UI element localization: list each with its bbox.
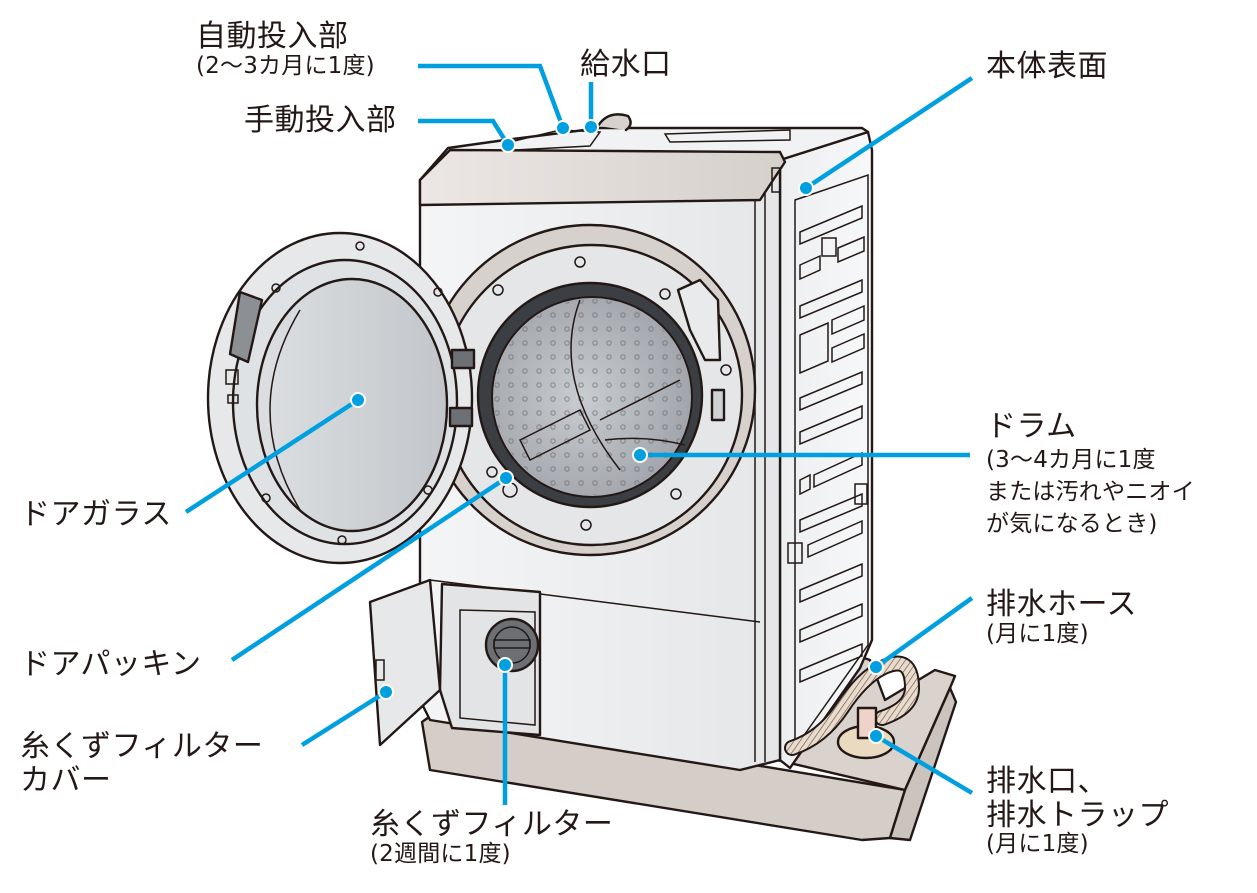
label-manual-dispenser: 手動投入部 xyxy=(244,103,397,138)
drum-name: ドラム xyxy=(986,409,1077,444)
auto-dispenser-name: 自動投入部 xyxy=(196,19,349,54)
drum-frequency-line-2: または汚れやニオイ xyxy=(986,478,1195,505)
drain-outlet-name-line-1: 排水口、 xyxy=(986,764,1108,799)
door xyxy=(206,231,476,565)
drain-hose-name: 排水ホース xyxy=(986,587,1137,622)
label-auto-dispenser: 自動投入部 (2〜3カ月に1度) xyxy=(196,20,375,79)
top-panel xyxy=(418,113,870,207)
label-lint-filter-cover: 糸くずフィルター カバー xyxy=(20,730,263,797)
drum-frequency-line-1: (3〜4カ月に1度 xyxy=(986,446,1156,473)
label-door-gasket: ドアパッキン xyxy=(20,647,202,682)
lint-filter-cover-name-line-2: カバー xyxy=(20,762,112,798)
lint-filter-name: 糸くずフィルター xyxy=(370,807,614,842)
lint-filter-frequency: (2週間に1度) xyxy=(370,840,511,867)
lint-filter-cover-name-line-1: 糸くずフィルター xyxy=(20,729,264,764)
label-drum: ドラム (3〜4カ月に1度 または汚れやニオイ が気になるとき) xyxy=(986,410,1195,540)
label-water-inlet: 給水口 xyxy=(580,47,672,82)
label-body-surface: 本体表面 xyxy=(986,49,1108,84)
label-drain-outlet: 排水口、 排水トラップ (月に1度) xyxy=(986,765,1169,858)
lint-filter-compartment xyxy=(368,578,542,747)
drum-frequency-line-3: が気になるとき) xyxy=(986,510,1158,537)
label-lint-filter: 糸くずフィルター (2週間に1度) xyxy=(370,808,613,867)
label-door-glass: ドアガラス xyxy=(20,497,172,532)
drain-hose-frequency: (月に1度) xyxy=(986,620,1089,647)
label-drain-hose: 排水ホース (月に1度) xyxy=(986,588,1137,647)
auto-dispenser-frequency: (2〜3カ月に1度) xyxy=(196,52,375,79)
leader-lines xyxy=(184,63,974,805)
drum xyxy=(476,281,704,509)
drain-outlet-frequency: (月に1度) xyxy=(986,831,1089,858)
side-panel xyxy=(778,130,874,770)
drain-outlet-name-line-2: 排水トラップ xyxy=(986,797,1169,833)
